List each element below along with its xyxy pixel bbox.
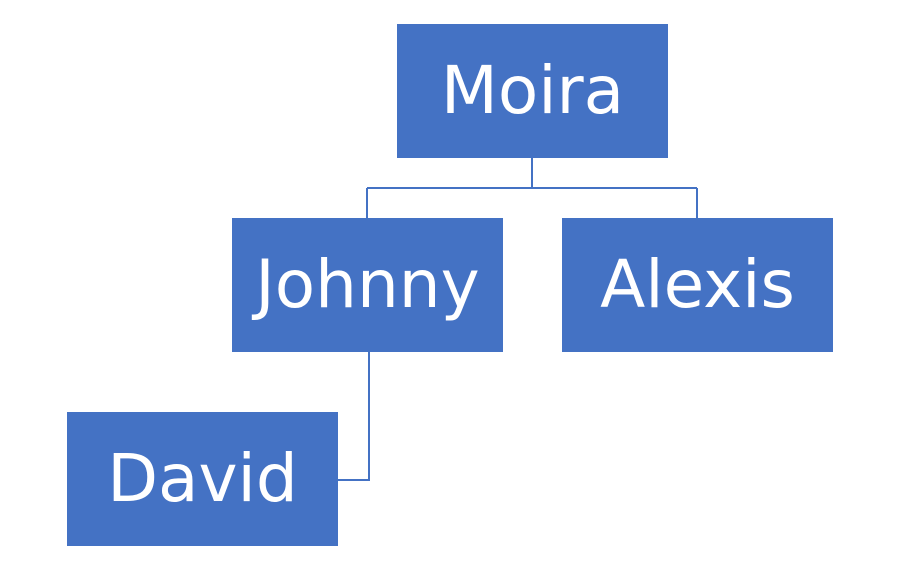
- node-johnny: Johnny: [232, 218, 503, 352]
- connector-moira-to-children: [366, 158, 698, 218]
- node-moira-label: Moira: [440, 52, 625, 129]
- node-alexis-label: Alexis: [600, 246, 795, 323]
- node-david-label: David: [107, 440, 298, 517]
- node-alexis: Alexis: [562, 218, 833, 352]
- node-johnny-label: Johnny: [255, 246, 480, 323]
- connector-johnny-to-david: [338, 352, 370, 481]
- node-david: David: [67, 412, 338, 546]
- node-moira: Moira: [397, 24, 668, 158]
